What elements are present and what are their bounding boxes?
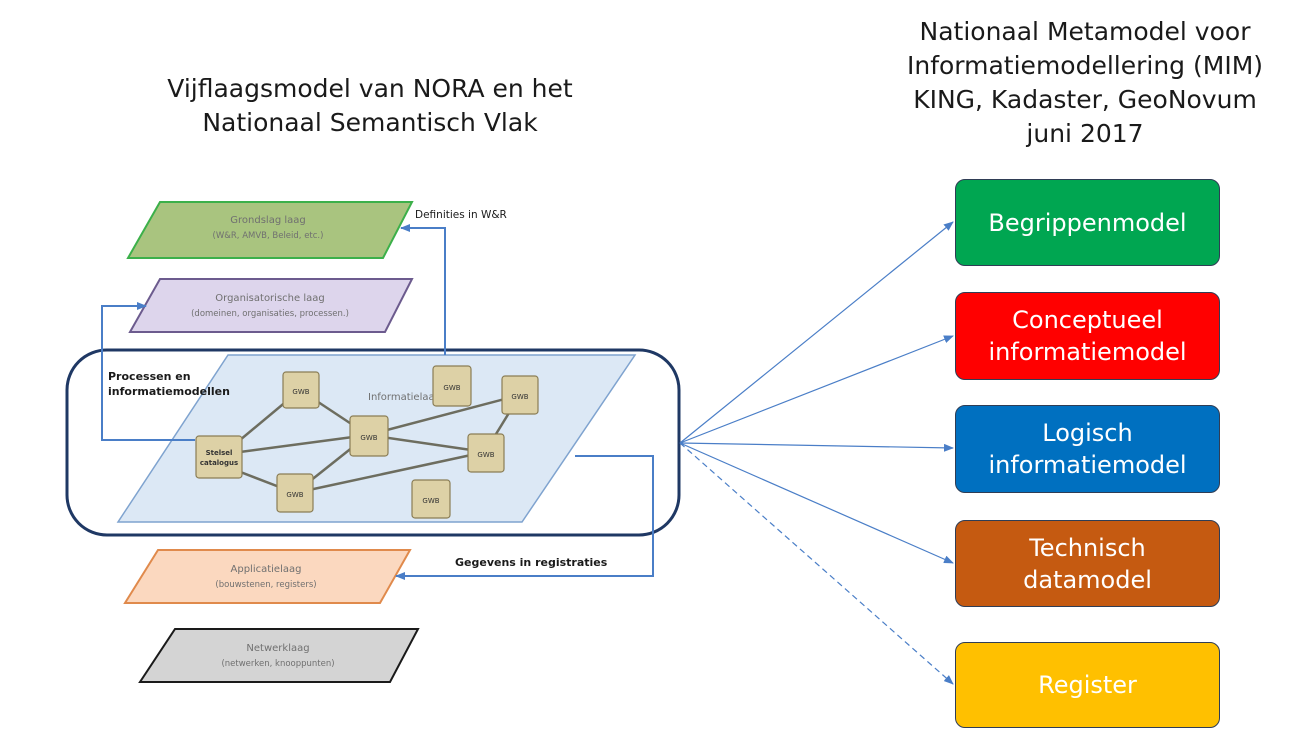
right-title: Nationaal Metamodel voor Informatiemodel… — [880, 15, 1290, 151]
gwb-label: GWB — [422, 497, 439, 505]
mim-box-line2: informatiemodel — [988, 338, 1187, 366]
mim-box-begrippenmodel: Begrippenmodel — [955, 179, 1220, 266]
processen-label-line1: Processen en — [108, 370, 191, 383]
left-title-line1: Vijflaagsmodel van NORA en het — [167, 74, 573, 103]
right-title-line2: Informatiemodellering (MIM) — [906, 51, 1264, 80]
mim-arrow-begrippenmodel — [679, 221, 954, 444]
mim-box-line2: informatiemodel — [988, 451, 1187, 479]
mim-box-line1: Begrippenmodel — [988, 208, 1187, 237]
gwb-label: GWB — [292, 388, 309, 396]
netwerk-subtitle: (netwerken, knooppunten) — [221, 659, 334, 669]
gwb-scroll: GWB — [349, 415, 389, 457]
layer-netwerk: Netwerklaag (netwerken, knooppunten) — [138, 628, 420, 683]
mim-arrow-conceptueel — [679, 335, 954, 444]
mim-box-line1: Logisch — [1042, 419, 1133, 447]
mim-box-line2: datamodel — [1023, 565, 1152, 594]
left-title-line2: Nationaal Semantisch Vlak — [202, 108, 538, 137]
mim-box-logisch-informatiemodel: Logisch informatiemodel — [955, 405, 1220, 493]
gwb-label: GWB — [286, 491, 303, 499]
gwb-scroll: GWB — [411, 479, 451, 519]
applicatie-subtitle: (bouwstenen, registers) — [215, 580, 316, 590]
stelselcatalogus-scroll: Stelsel catalogus — [195, 435, 243, 479]
gwb-label: GWB — [477, 451, 494, 459]
processen-connector — [101, 302, 195, 441]
organisatorisch-title: Organisatorische laag — [215, 293, 324, 304]
layer-organisatorisch: Organisatorische laag (domeinen, organis… — [128, 278, 414, 333]
gwb-scroll: GWB — [467, 433, 505, 473]
network-link — [294, 450, 486, 495]
mim-box-technisch-datamodel: Technisch datamodel — [955, 520, 1220, 607]
mim-box-line1: Register — [1038, 671, 1137, 699]
netwerk-title: Netwerklaag — [246, 643, 309, 654]
gwb-scroll: GWB — [501, 375, 539, 415]
right-title-line4: juni 2017 — [1026, 119, 1144, 148]
right-title-line3: KING, Kadaster, GeoNovum — [913, 85, 1257, 114]
definities-connector — [400, 224, 446, 355]
network-link — [239, 433, 369, 454]
stelsel-label-line2: catalogus — [200, 459, 238, 467]
network-link — [367, 393, 521, 437]
gwb-scroll: GWB — [432, 365, 472, 407]
gwb-scroll: GWB — [276, 473, 314, 513]
mim-box-line1: Technisch — [1029, 533, 1146, 562]
informatielaag-frame — [65, 348, 681, 537]
gwb-label: GWB — [360, 434, 377, 442]
right-title-line1: Nationaal Metamodel voor — [919, 17, 1251, 46]
applicatie-title: Applicatielaag — [231, 564, 302, 575]
definities-label: Definities in W&R — [415, 209, 507, 221]
gwb-scroll: GWB — [282, 371, 320, 409]
processen-label-line2: informatiemodellen — [108, 385, 230, 398]
gegevens-connector — [395, 455, 654, 580]
left-title: Vijflaagsmodel van NORA en het Nationaal… — [130, 72, 610, 140]
mim-box-line1: Conceptueel — [1012, 306, 1163, 334]
gegevens-label: Gegevens in registraties — [455, 556, 608, 569]
mim-arrow-register — [679, 442, 954, 685]
stelsel-label-line1: Stelsel — [206, 449, 233, 457]
mim-box-conceptueel-informatiemodel: Conceptueel informatiemodel — [955, 292, 1220, 380]
layer-grondslag: Grondslag laag (W&R, AMVB, Beleid, etc.) — [126, 201, 414, 259]
mim-arrow-logisch — [679, 442, 954, 452]
grondslag-title: Grondslag laag — [230, 215, 305, 226]
organisatorisch-subtitle: (domeinen, organisaties, processen.) — [191, 309, 349, 319]
grondslag-subtitle: (W&R, AMVB, Beleid, etc.) — [213, 231, 324, 241]
gwb-label: GWB — [511, 393, 528, 401]
mim-box-register: Register — [955, 642, 1220, 728]
layer-applicatie: Applicatielaag (bouwstenen, registers) — [123, 549, 412, 604]
gwb-label: GWB — [443, 384, 460, 392]
informatielaag-title: Informatielaag — [368, 392, 441, 403]
mim-arrow-technisch — [679, 442, 954, 564]
